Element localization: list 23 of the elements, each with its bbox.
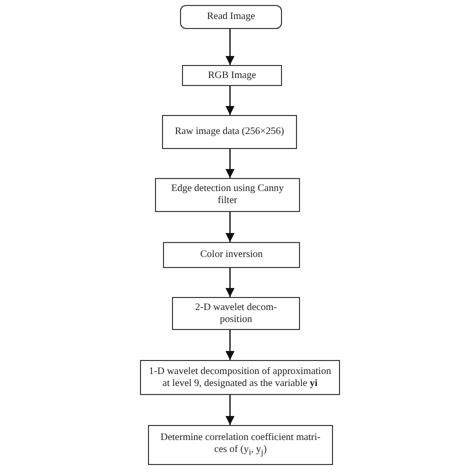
arrow <box>225 330 235 360</box>
start-box <box>180 5 282 29</box>
arrow <box>225 395 235 425</box>
arrow <box>225 29 235 65</box>
arrow <box>225 212 235 242</box>
step-text: RGB Image <box>208 70 256 82</box>
process-box <box>140 360 340 395</box>
arrow <box>225 268 235 297</box>
step-text: Edge detection using Canny filter <box>170 183 285 207</box>
step-text: Determine correlation coefficient matri- ces of (y$_{i}$, y$_{j}$) <box>159 432 322 458</box>
process-box <box>155 178 300 212</box>
process-box <box>172 297 300 330</box>
step-text: Raw image data (256×256) <box>174 126 284 138</box>
step-text: 1-D wavelet decomposition of approximation at level 9, designated as the variable yi <box>148 366 332 390</box>
step-text: Read Image <box>206 11 256 23</box>
step-text: 2-D wavelet decom- position <box>194 302 278 326</box>
arrow <box>225 86 235 115</box>
process-box <box>148 425 333 465</box>
step-text: Color inversion <box>200 249 263 261</box>
process-box <box>163 242 300 268</box>
process-box <box>182 65 282 86</box>
process-box <box>162 115 297 149</box>
arrow <box>225 149 235 178</box>
